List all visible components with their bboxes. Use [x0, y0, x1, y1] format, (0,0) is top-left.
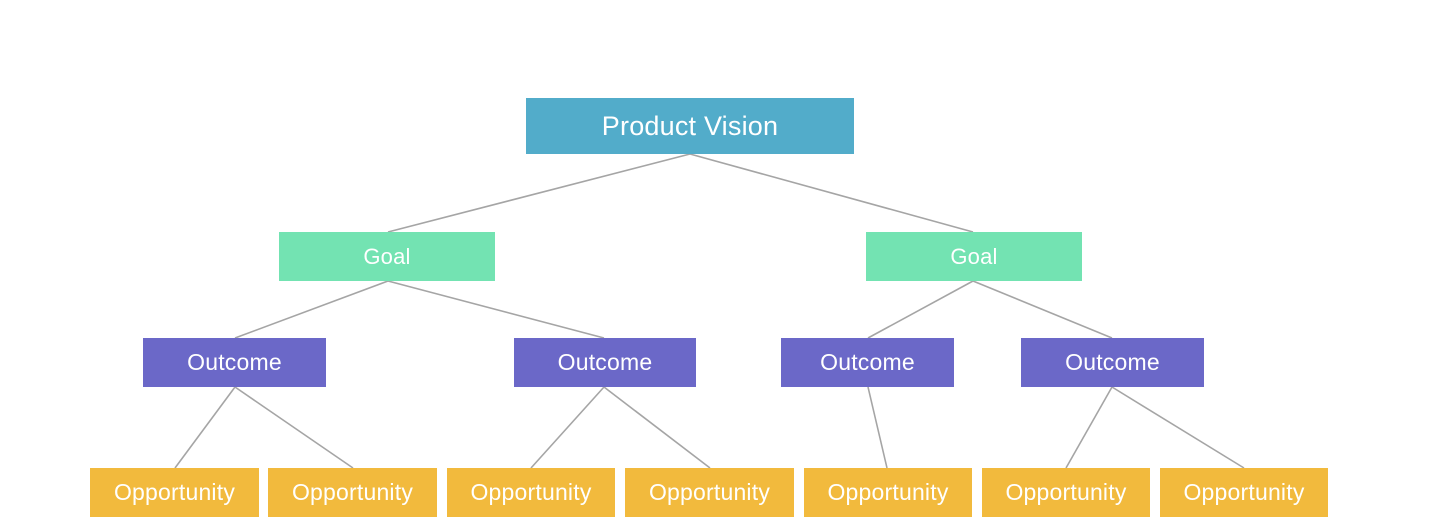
- outcome-node-4: Outcome: [1021, 338, 1204, 387]
- outcome-node-1: Outcome: [143, 338, 326, 387]
- connector-outcome-2-to-opportunity-4: [603, 386, 711, 469]
- opportunity-node-6: Opportunity: [982, 468, 1150, 517]
- connector-goal-1-to-outcome-1: [234, 280, 389, 339]
- connector-outcome-1-to-opportunity-2: [234, 386, 354, 469]
- connector-goal-2-to-outcome-3: [867, 280, 974, 339]
- connector-outcome-3-to-opportunity-5: [867, 386, 888, 469]
- opportunity-node-4: Opportunity: [625, 468, 794, 517]
- product-vision-node: Product Vision: [526, 98, 854, 154]
- connector-outcome-4-to-opportunity-6: [1065, 386, 1113, 469]
- opportunity-node-1: Opportunity: [90, 468, 259, 517]
- opportunity-node-7: Opportunity: [1160, 468, 1328, 517]
- connector-goal-2-to-outcome-4: [972, 280, 1113, 339]
- outcome-node-3: Outcome: [781, 338, 954, 387]
- connector-vision-to-goal-2: [689, 153, 974, 233]
- goal-node-1: Goal: [279, 232, 495, 281]
- connector-outcome-1-to-opportunity-1: [174, 386, 236, 469]
- connector-vision-to-goal-1: [387, 153, 691, 233]
- connector-outcome-2-to-opportunity-3: [530, 386, 605, 469]
- opportunity-node-2: Opportunity: [268, 468, 437, 517]
- opportunity-node-5: Opportunity: [804, 468, 972, 517]
- goal-node-2: Goal: [866, 232, 1082, 281]
- connector-outcome-4-to-opportunity-7: [1111, 386, 1245, 469]
- outcome-node-2: Outcome: [514, 338, 696, 387]
- connector-goal-1-to-outcome-2: [387, 280, 605, 339]
- opportunity-node-3: Opportunity: [447, 468, 615, 517]
